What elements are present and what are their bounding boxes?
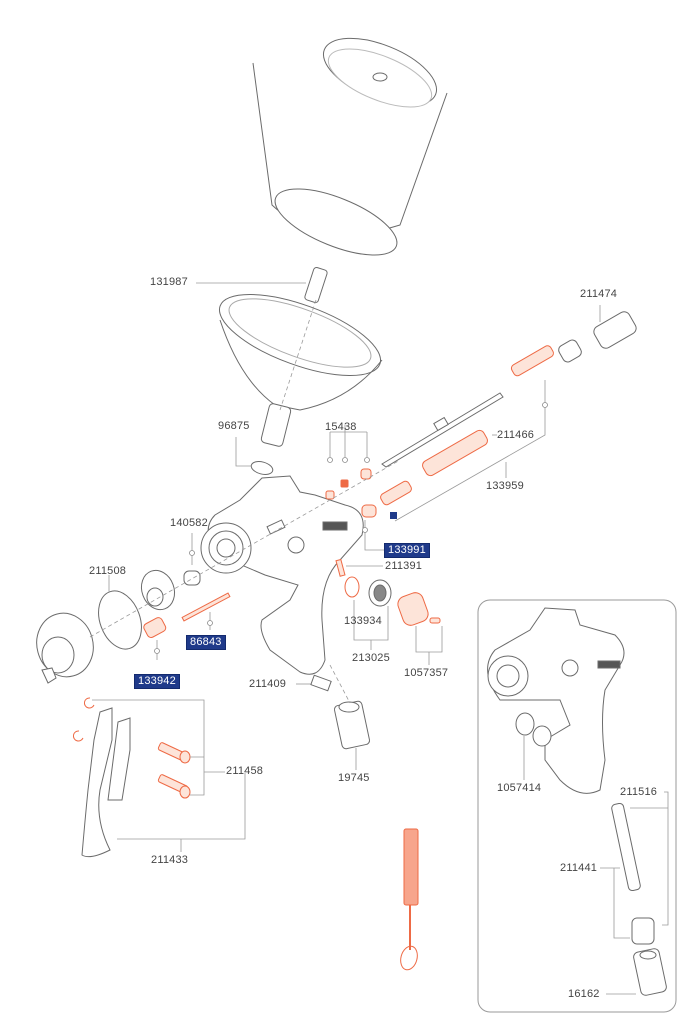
label-133991-highlight[interactable]: 133991 [384,543,430,558]
inset-filter-tube[interactable] [611,802,641,892]
inset-connector-16162[interactable] [633,948,668,996]
label-211391[interactable]: 211391 [385,560,423,572]
label-211433[interactable]: 211433 [151,854,189,866]
trigger-pins-211458[interactable] [157,742,191,799]
cleaning-brush[interactable] [398,828,420,972]
o-ring-133934[interactable] [344,576,360,598]
label-1057414[interactable]: 1057414 [497,782,542,794]
adjustment-knob-211474[interactable] [557,310,638,364]
o-ring-96875[interactable] [250,459,274,476]
inset-gun-body[interactable] [487,607,625,794]
air-cap[interactable] [30,607,101,684]
label-1057357[interactable]: 1057357 [404,667,449,679]
inset-frame [477,599,677,1013]
label-86843-highlight[interactable]: 86843 [186,635,226,650]
air-connector-19745[interactable] [333,700,371,750]
label-133942-highlight[interactable]: 133942 [134,674,180,689]
pin-86843[interactable] [181,592,231,622]
cup-filter-part[interactable] [304,266,328,304]
trigger-211433[interactable] [81,707,131,858]
gun-body[interactable] [200,475,364,675]
seal-set-15438[interactable] [325,468,372,500]
packing-133991[interactable] [361,504,377,518]
clip-211409[interactable] [310,674,332,692]
stud-211391[interactable] [335,558,346,577]
label-131987[interactable]: 131987 [150,276,188,288]
label-211466[interactable]: 211466 [497,429,535,441]
label-133934[interactable]: 133934 [344,615,382,627]
label-211516[interactable]: 211516 [620,786,658,798]
label-15438[interactable]: 15438 [325,421,357,433]
inset-plug-b[interactable] [532,725,552,747]
inset-filter-housing[interactable] [631,917,655,945]
label-19745[interactable]: 19745 [338,772,370,784]
marker-square [390,512,397,519]
adjust-knob-1057357[interactable] [396,590,441,627]
inset-plug-a[interactable] [515,712,535,736]
cup-lid[interactable] [210,278,390,447]
label-140582[interactable]: 140582 [170,517,208,529]
label-211458[interactable]: 211458 [226,765,264,777]
label-96875[interactable]: 96875 [218,420,250,432]
nozzle-seal-140582[interactable] [183,570,201,586]
paint-cup[interactable] [252,24,448,268]
e-clip-bottom[interactable] [72,730,84,742]
label-211474[interactable]: 211474 [580,288,618,300]
label-211441[interactable]: 211441 [560,862,598,874]
nozzle-133942[interactable] [142,616,167,639]
needle[interactable] [381,392,504,468]
spring-small[interactable] [379,480,413,506]
label-133959[interactable]: 133959 [486,480,524,492]
air-valve-213025[interactable] [368,579,392,607]
e-clip-top[interactable] [83,697,95,709]
label-211508[interactable]: 211508 [89,565,127,577]
label-213025[interactable]: 213025 [352,652,390,664]
needle-packing-211466[interactable] [421,429,490,478]
air-cap-ring-211508[interactable] [91,585,149,655]
label-16162[interactable]: 16162 [568,988,600,1000]
label-211409[interactable]: 211409 [249,678,287,690]
fluid-nozzle[interactable] [136,566,180,615]
spring-large[interactable] [510,344,555,377]
